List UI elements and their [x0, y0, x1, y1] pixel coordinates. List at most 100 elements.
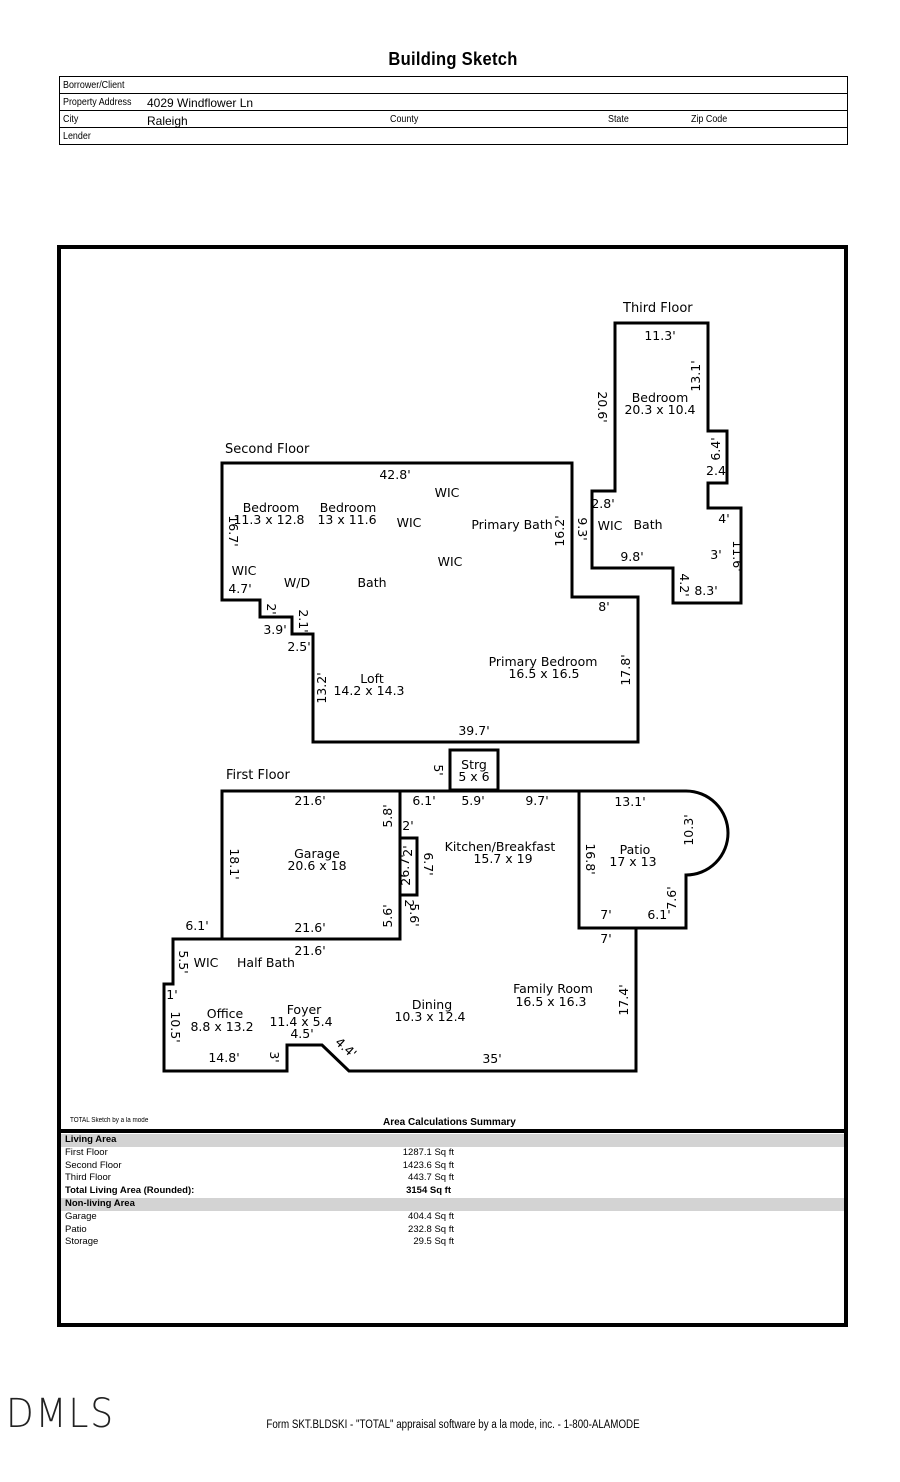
room-name: Half Bath: [237, 955, 295, 970]
row-value: 1423.6 Sq ft: [402, 1159, 454, 1171]
summary-title: Area Calculations Summary: [383, 1117, 516, 1128]
dimension-label: 7': [600, 931, 611, 946]
table-row: Patio 232.8 Sq ft: [61, 1224, 844, 1237]
room-dims: 13 x 11.6: [317, 512, 376, 527]
room-name: Patio: [620, 842, 651, 857]
dimension-label: 3': [710, 547, 721, 562]
dimension-label: 5.5': [176, 950, 191, 973]
row-label: Third Floor: [65, 1172, 111, 1184]
dimension-label: 6.4': [708, 437, 723, 460]
room-dims: 20.3 x 10.4: [624, 402, 695, 417]
table-row: Third Floor 443.7 Sq ft: [61, 1172, 844, 1185]
dimension-label: 2': [400, 845, 415, 856]
dimension-label: 7': [600, 907, 611, 922]
dimension-label: 42.8': [379, 467, 410, 482]
sketch-credit: TOTAL Sketch by a la mode: [70, 1117, 149, 1124]
dimension-label: 17.8': [618, 654, 633, 685]
row-label: Patio: [65, 1223, 87, 1235]
room-name: Bath: [357, 575, 386, 590]
property-info-table: Borrower/Client Property Address 4029 Wi…: [59, 76, 848, 145]
row-value: 232.8 Sq ft: [408, 1223, 454, 1235]
dimension-label: 9.7': [525, 793, 548, 808]
room-name: Bedroom: [632, 390, 689, 405]
dimension-label: 35': [482, 1051, 501, 1066]
dimension-label: 6.1': [412, 793, 435, 808]
room-name: Bedroom: [320, 500, 377, 515]
dimension-label: 7.6': [664, 886, 679, 909]
state-label: State: [608, 113, 629, 125]
address-label: Property Address: [63, 96, 132, 108]
room-name: Bath: [633, 517, 662, 532]
lender-label: Lender: [63, 130, 91, 142]
room-dims: 10.3 x 12.4: [394, 1009, 465, 1024]
sketch-frame: [57, 245, 848, 1327]
dimension-label: 5.6': [380, 904, 395, 927]
dimension-label: 2': [402, 818, 413, 833]
dimension-label: 18.1': [227, 848, 242, 879]
room-name: WIC: [397, 515, 422, 530]
dimension-label: 8.3': [694, 583, 717, 598]
city-label: City: [63, 113, 79, 125]
row-value: 1287.1 Sq ft: [402, 1146, 454, 1158]
row-label: Second Floor: [65, 1159, 122, 1171]
page-title: Building Sketch: [388, 49, 518, 69]
living-area-header: Living Area: [61, 1134, 844, 1147]
dimension-label: 9.8': [620, 549, 643, 564]
dimension-label: 14.8': [208, 1050, 239, 1065]
third-floor-outline: [590, 321, 743, 605]
room-name: Garage: [294, 846, 340, 861]
table-row: First Floor 1287.1 Sq ft: [61, 1147, 844, 1160]
row-value: 29.5 Sq ft: [413, 1236, 454, 1248]
room-name: WIC: [598, 518, 623, 533]
dimension-label: 13.1': [688, 360, 703, 391]
dimension-label: 20.6': [595, 391, 610, 422]
form-footer: Form SKT.BLDSKI - "TOTAL" appraisal soft…: [266, 1419, 640, 1431]
nonliving-area-header: Non-living Area: [61, 1197, 844, 1211]
room-dims: 11.4 x 5.4: [269, 1014, 332, 1029]
dimension-label: 5': [431, 764, 446, 775]
room-name: Bedroom: [243, 500, 300, 515]
dimension-label: 4': [718, 511, 729, 526]
dimension-label: 10.5': [168, 1011, 183, 1042]
dimension-label: 5.6': [407, 903, 422, 926]
room-dims: 5 x 6: [458, 769, 489, 784]
first-floor-label: First Floor: [226, 768, 290, 783]
row-label: Storage: [65, 1236, 99, 1248]
dmls-watermark-logo: DMLS: [6, 1391, 115, 1437]
dimension-label: 16.7': [226, 515, 241, 546]
dimension-label: 39.7': [458, 723, 489, 738]
room-dims: 15.7 x 19: [473, 851, 532, 866]
room-name: Kitchen/Breakfast: [445, 839, 556, 854]
room-name: WIC: [435, 485, 460, 500]
dimension-label: 2.1': [296, 609, 311, 632]
dimension-label: 5.8': [380, 804, 395, 827]
dimension-label: 4.5': [290, 1026, 313, 1041]
dimension-label: 4.2': [677, 573, 692, 596]
dimension-label: 2.8': [591, 496, 614, 511]
table-row: Second Floor 1423.6 Sq ft: [61, 1160, 844, 1173]
room-dims: 8.8 x 13.2: [190, 1019, 253, 1034]
dimension-label: 17.4': [616, 984, 631, 1015]
room-name: WIC: [232, 563, 257, 578]
dimension-label: 2': [398, 874, 413, 885]
room-name: W/D: [284, 575, 310, 590]
total-label: Total Living Area (Rounded):: [65, 1185, 195, 1197]
dimension-label: 16.2': [552, 515, 567, 546]
patio-outline: [577, 789, 730, 930]
table-row: Garage 404.4 Sq ft: [61, 1211, 844, 1224]
dimension-label: 21.6': [294, 920, 325, 935]
room-name: Primary Bedroom: [489, 654, 598, 669]
room-name: WIC: [438, 554, 463, 569]
dimension-label: 4.7': [228, 581, 251, 596]
dimension-label: 2': [264, 603, 279, 614]
third-floor-label: Third Floor: [622, 301, 693, 316]
dimension-label: 11.6': [730, 540, 745, 571]
row-value: 443.7 Sq ft: [408, 1172, 454, 1184]
lender-row: Lender: [60, 128, 847, 144]
room-name: Primary Bath: [471, 517, 552, 532]
dimension-label: 6.7': [397, 854, 412, 877]
dimension-label: 9.3': [575, 517, 590, 540]
room-name: Foyer: [287, 1002, 322, 1017]
nonliving-area-label: Non-living Area: [65, 1197, 135, 1209]
